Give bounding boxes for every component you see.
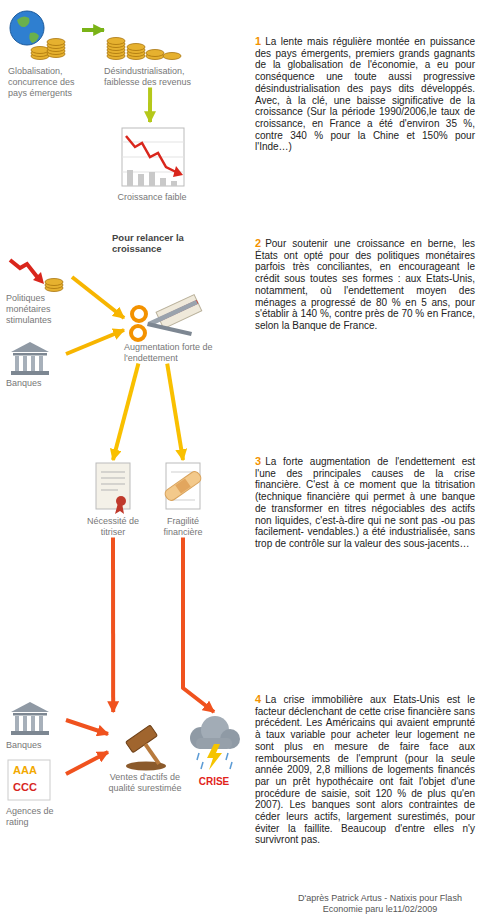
node-label: CRISE (186, 776, 242, 788)
icon-node: CRISE (186, 712, 242, 788)
node-label: Banques (6, 740, 66, 751)
certificate-icon (96, 463, 130, 514)
icon-node: Nécessité de titriser (82, 460, 144, 538)
node-label: Ventes d'actifs de qualité surestimée (108, 772, 182, 794)
callout-number: 2 (255, 237, 261, 249)
node-label: Agences de rating (6, 806, 66, 828)
icon-node: Fragilité financière (152, 460, 214, 538)
text-paragraph: 1La lente mais régulière montée en puiss… (255, 36, 475, 153)
node-label: Globalisation, concurrence des pays émer… (8, 66, 82, 98)
icon-node: Politiques monétaires stimulantes (6, 255, 72, 325)
icon-node: Banques (6, 342, 66, 389)
globe-icon (10, 11, 44, 45)
icon-node: Banques (6, 702, 66, 751)
bandage-icon (163, 463, 203, 509)
bank-icon (11, 702, 49, 735)
rating-text: CCC (13, 782, 47, 793)
node-label: Nécessité de titriser (82, 516, 144, 538)
node-label: Croissance faible (112, 192, 192, 203)
icon-node: Ventes d'actifs de qualité surestimée (108, 712, 182, 794)
text-paragraph: 3La forte augmentation de l'endettement … (255, 456, 475, 550)
text-paragraph: 2Pour soutenir une croissance en berne, … (255, 238, 475, 332)
flow-arrow (72, 277, 124, 318)
node-label: Politiques monétaires stimulantes (6, 293, 72, 325)
icon-node: Croissance faible (112, 122, 192, 203)
flow-arrow (111, 538, 115, 712)
callout-number: 4 (255, 693, 261, 705)
node-label: Désindustrialisation, faiblesse des reve… (104, 66, 202, 88)
flow-arrow (82, 28, 104, 32)
body-text: La lente mais régulière montée en puissa… (255, 36, 475, 152)
flow-arrow (113, 364, 138, 460)
icon-node: Globalisation, concurrence des pays émer… (8, 8, 82, 98)
section-heading: Pour relancer la croissance (112, 232, 224, 255)
body-text: La forte augmentation de l'endettement e… (255, 456, 475, 549)
rating-text: AAA (13, 765, 47, 776)
flow-arrow (66, 330, 124, 354)
flow-arrow (167, 364, 183, 460)
flow-arrow (66, 720, 108, 734)
node-label: Banques (6, 378, 66, 389)
flow-arrow (66, 752, 108, 774)
icon-node: Désindustrialisation, faiblesse des reve… (104, 8, 202, 88)
node-label: Fragilité financière (152, 516, 214, 538)
falling-chart (122, 128, 184, 186)
text-paragraph: 4La crise immobilière aux Etats-Unis est… (255, 694, 475, 846)
callout-number: 1 (255, 35, 261, 47)
falling-arrow-icon (10, 260, 44, 284)
flow-arrow (148, 88, 152, 122)
body-text: La crise immobilière aux Etats-Unis est … (255, 694, 475, 845)
callout-number: 3 (255, 455, 261, 467)
gavel-icon (126, 725, 172, 773)
bank-icon (11, 342, 49, 375)
icon-node: Augmentation forte de l'endettement (124, 300, 220, 364)
storm-cloud (190, 716, 240, 770)
scissors-icon (131, 295, 202, 340)
node-label: Augmentation forte de l'endettement (124, 342, 220, 364)
credit-caption: D'après Patrick Artus - Natixis pour Fla… (288, 893, 472, 914)
rating-document (8, 760, 50, 800)
flow-arrow (183, 538, 214, 712)
body-text: Pour soutenir une croissance en berne, l… (255, 238, 475, 331)
